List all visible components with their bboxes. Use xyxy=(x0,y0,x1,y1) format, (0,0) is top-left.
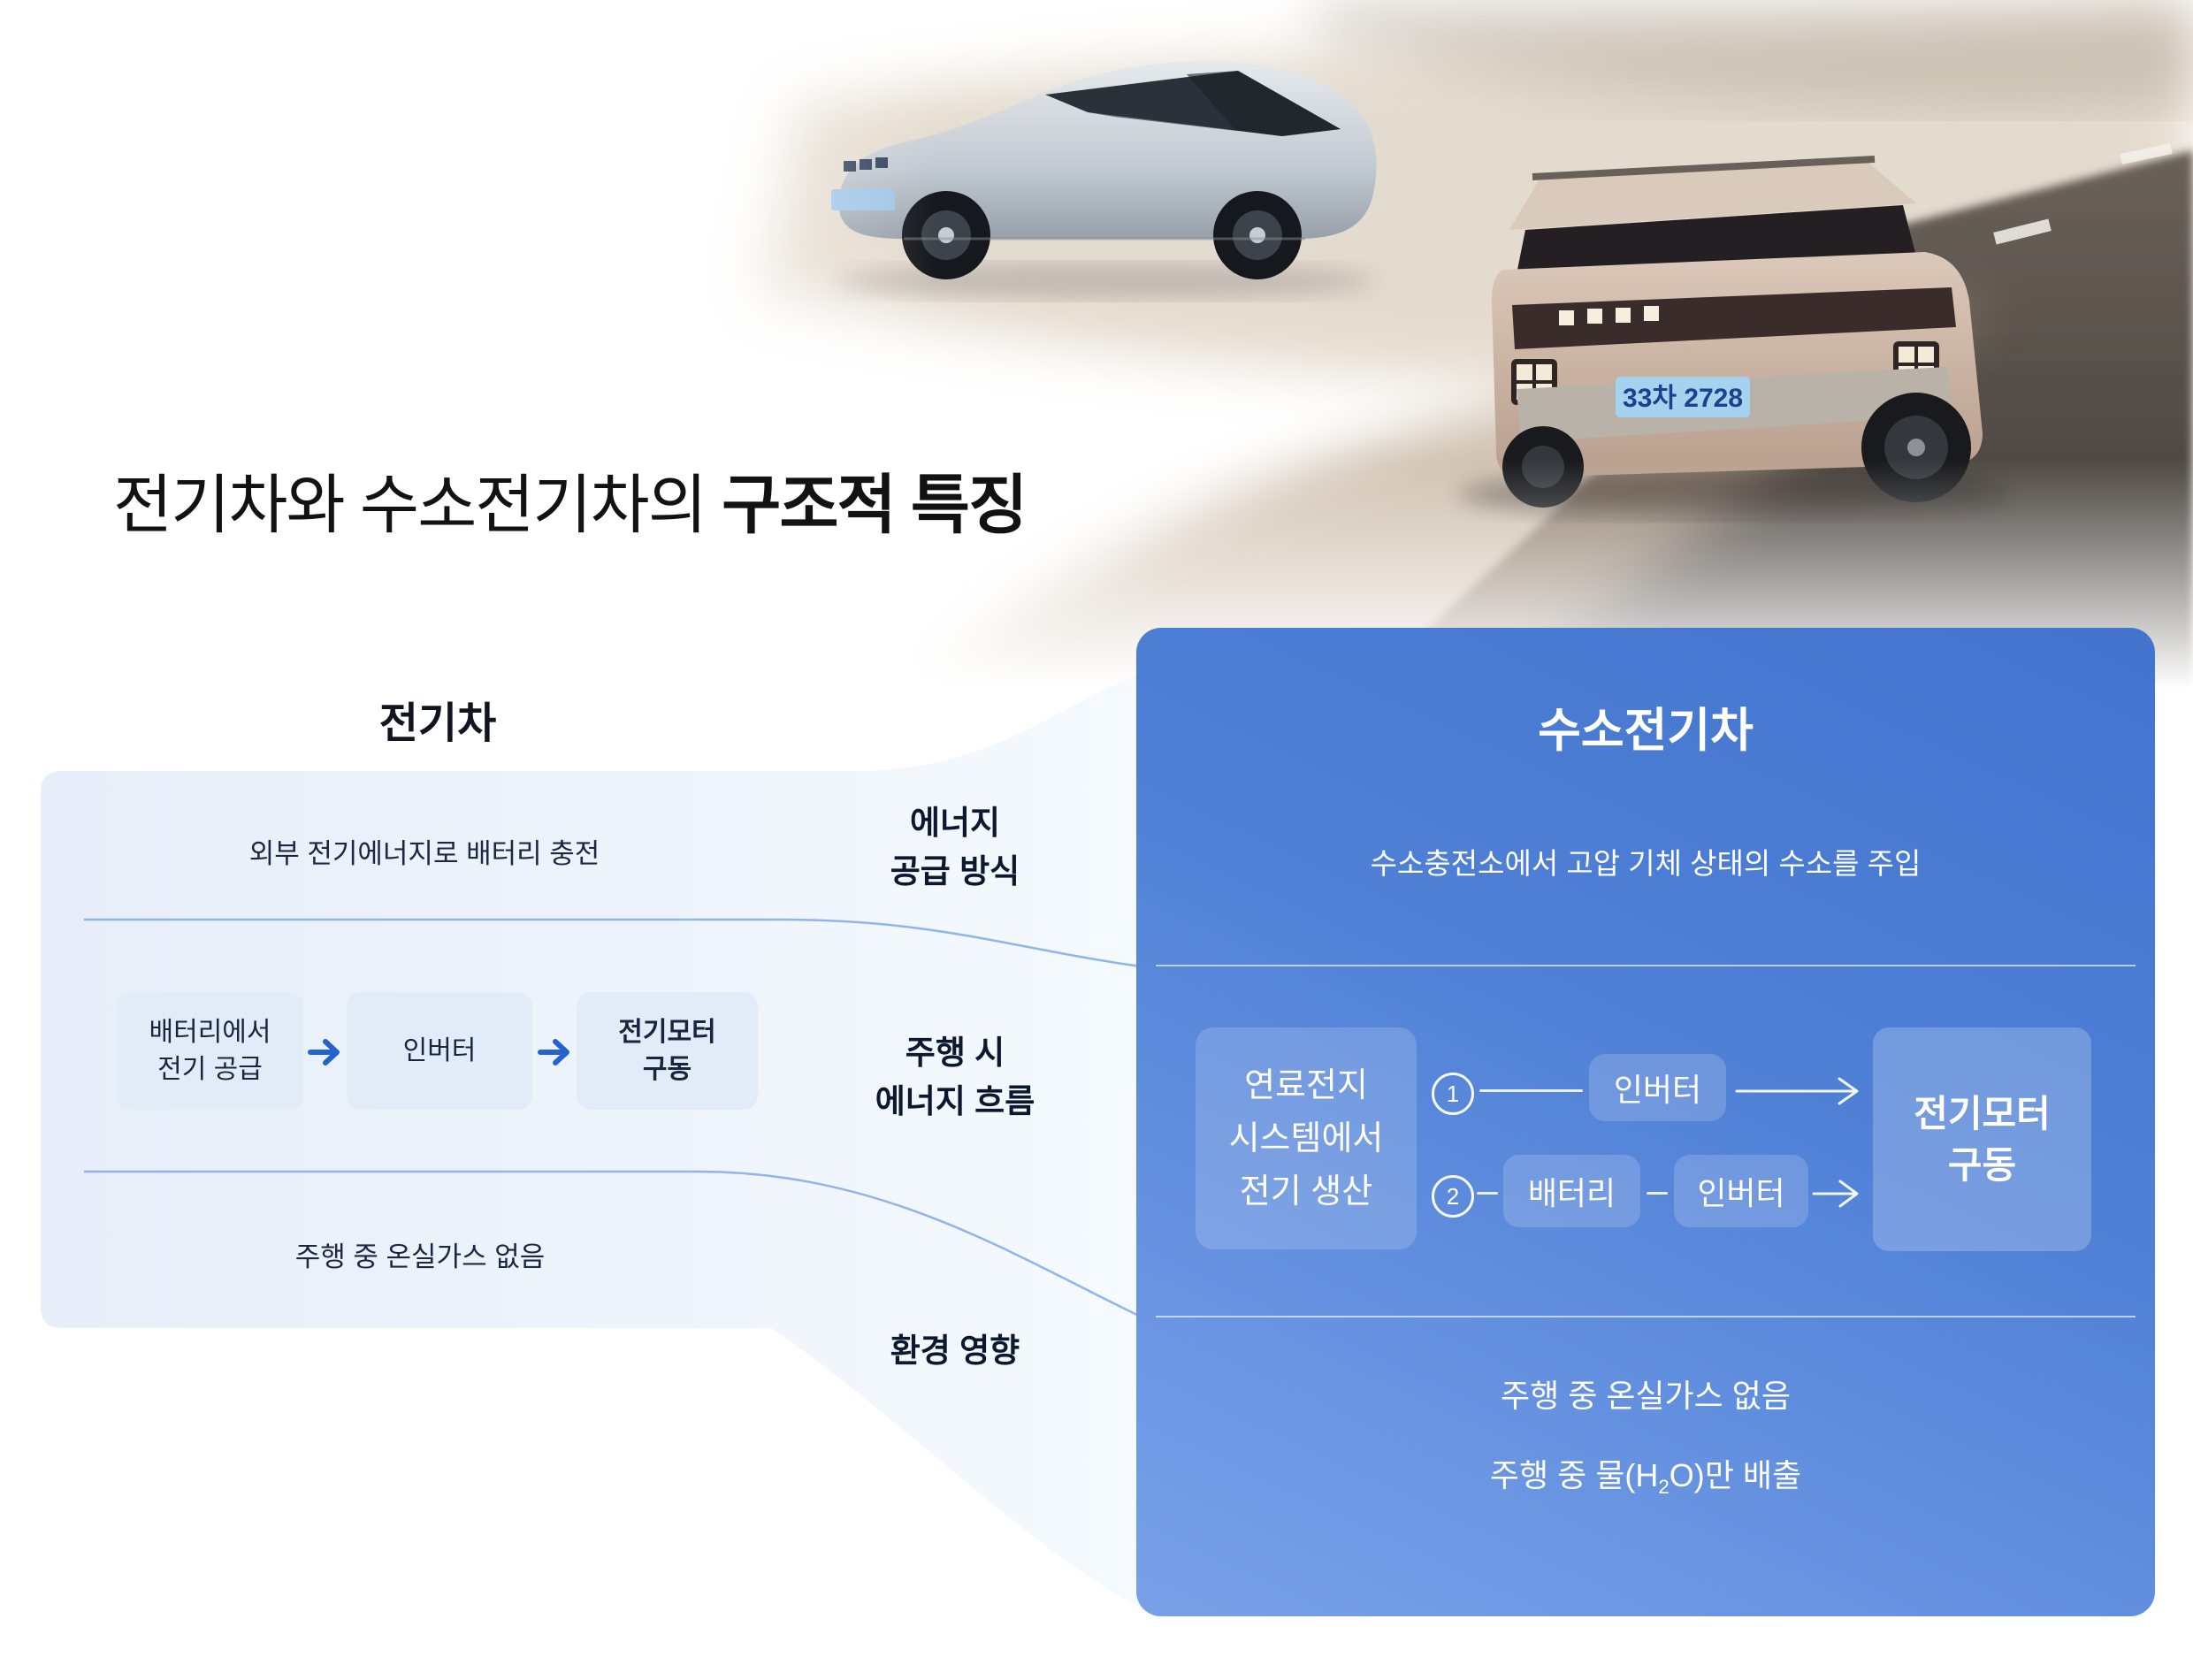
suv-plate-text: 33차 2728 xyxy=(1623,384,1743,413)
ev-motor-line2: 구동 xyxy=(642,1054,692,1084)
fcev-energy-supply-text: 수소충전소에서 고압 기체 상태의 수소를 주입 xyxy=(1370,847,1922,880)
row-label-line: 에너지 흐름 xyxy=(875,1083,1035,1119)
ev-motor-line1: 전기모터 xyxy=(618,1017,716,1047)
fcev-inverter1-box: 인버터 xyxy=(1589,1054,1726,1121)
fcev-divider-1 xyxy=(1156,965,2136,966)
env2-pre: 주행 중 물(H xyxy=(1489,1457,1659,1493)
divider-curve-2 xyxy=(84,1170,1142,1318)
route2-number: 2 xyxy=(1446,1182,1460,1210)
fuel-cell-line3: 전기 생산 xyxy=(1239,1172,1373,1210)
divider-curve-1 xyxy=(84,918,1142,968)
fcev-battery-box: 배터리 xyxy=(1503,1155,1640,1227)
fcev-battery-label: 배터리 xyxy=(1527,1175,1616,1211)
fcev-fuel-cell-box: 연료전지 시스템에서 전기 생산 xyxy=(1196,1027,1417,1249)
route1-connector-line xyxy=(1479,1089,1583,1092)
fcev-panel: 수소전기차 수소충전소에서 고압 기체 상태의 수소를 주입 연료전지 시스템에… xyxy=(1136,628,2155,1616)
ev-motor-box: 전기모터 구동 xyxy=(577,992,758,1110)
env2-post: O)만 배출 xyxy=(1669,1457,1802,1493)
env2-subscript: 2 xyxy=(1658,1476,1670,1499)
fcev-motor-box: 전기모터 구동 xyxy=(1873,1027,2091,1251)
page-title-emphasis: 구조적 특징 xyxy=(722,470,1028,541)
route1-number-badge: 1 xyxy=(1432,1073,1474,1115)
ev-inverter-label: 인버터 xyxy=(402,1035,477,1065)
page-title: 전기차와 수소전기차의 구조적 특징 xyxy=(113,453,1028,546)
hero-photo: 33차 2728 xyxy=(0,0,2193,690)
row-label-line: 에너지 xyxy=(909,805,1001,841)
ev-energy-supply-text: 외부 전기에너지로 배터리 충전 xyxy=(248,838,600,869)
fcev-divider-2 xyxy=(1156,1316,2136,1317)
road-line xyxy=(1993,218,2052,245)
ev-battery-box: 배터리에서 전기 공급 xyxy=(117,992,303,1110)
suv-license-plate xyxy=(1616,377,1750,417)
fcev-header: 수소전기차 xyxy=(1538,705,1754,757)
fcev-motor-line1: 전기모터 xyxy=(1914,1092,2051,1134)
row-label-environment: 환경 영향 xyxy=(822,1326,1088,1375)
ev-battery-line2: 전기 공급 xyxy=(157,1054,263,1084)
ev-flow-arrow-icon xyxy=(308,1039,340,1065)
ev-inverter-box: 인버터 xyxy=(347,992,532,1110)
ev-flow-arrow-icon xyxy=(538,1039,569,1065)
page-title-prefix: 전기차와 수소전기차의 xyxy=(113,470,722,541)
route2-connector-line xyxy=(1477,1192,1498,1195)
road-line xyxy=(2120,143,2173,164)
fcev-inverter2-box: 인버터 xyxy=(1674,1155,1808,1227)
row-label-line: 환경 영향 xyxy=(890,1333,1020,1369)
row-label-energy-supply: 에너지 공급 방식 xyxy=(822,798,1088,896)
route2-number-badge: 2 xyxy=(1432,1175,1474,1218)
pixel-lights xyxy=(1559,306,1659,325)
fcev-motor-line2: 구동 xyxy=(1947,1143,2017,1186)
fcev-environment-text1: 주행 중 온실가스 없음 xyxy=(1500,1378,1792,1414)
fuel-cell-line2: 시스템에서 xyxy=(1228,1119,1384,1157)
route2-arrow-icon xyxy=(1812,1180,1859,1208)
row-label-line: 공급 방식 xyxy=(890,853,1020,890)
ev-header: 전기차 xyxy=(378,700,497,747)
row-label-line: 주행 시 xyxy=(905,1035,1005,1071)
fuel-cell-line1: 연료전지 xyxy=(1244,1066,1368,1104)
fcev-inverter1-label: 인버터 xyxy=(1613,1072,1702,1108)
route2-connector-line xyxy=(1647,1192,1668,1195)
route1-arrow-icon xyxy=(1735,1077,1859,1105)
funnel-shape xyxy=(41,674,1141,1607)
ev-environment-text: 주행 중 온실가스 없음 xyxy=(294,1241,546,1272)
ev-battery-line1: 배터리에서 xyxy=(149,1017,271,1047)
fcev-environment-text2: 주행 중 물(H2O)만 배출 xyxy=(1136,1450,2155,1499)
fcev-inverter2-label: 인버터 xyxy=(1697,1175,1785,1211)
row-label-driving-flow: 주행 시 에너지 흐름 xyxy=(822,1028,1088,1126)
route1-number: 1 xyxy=(1446,1080,1460,1107)
